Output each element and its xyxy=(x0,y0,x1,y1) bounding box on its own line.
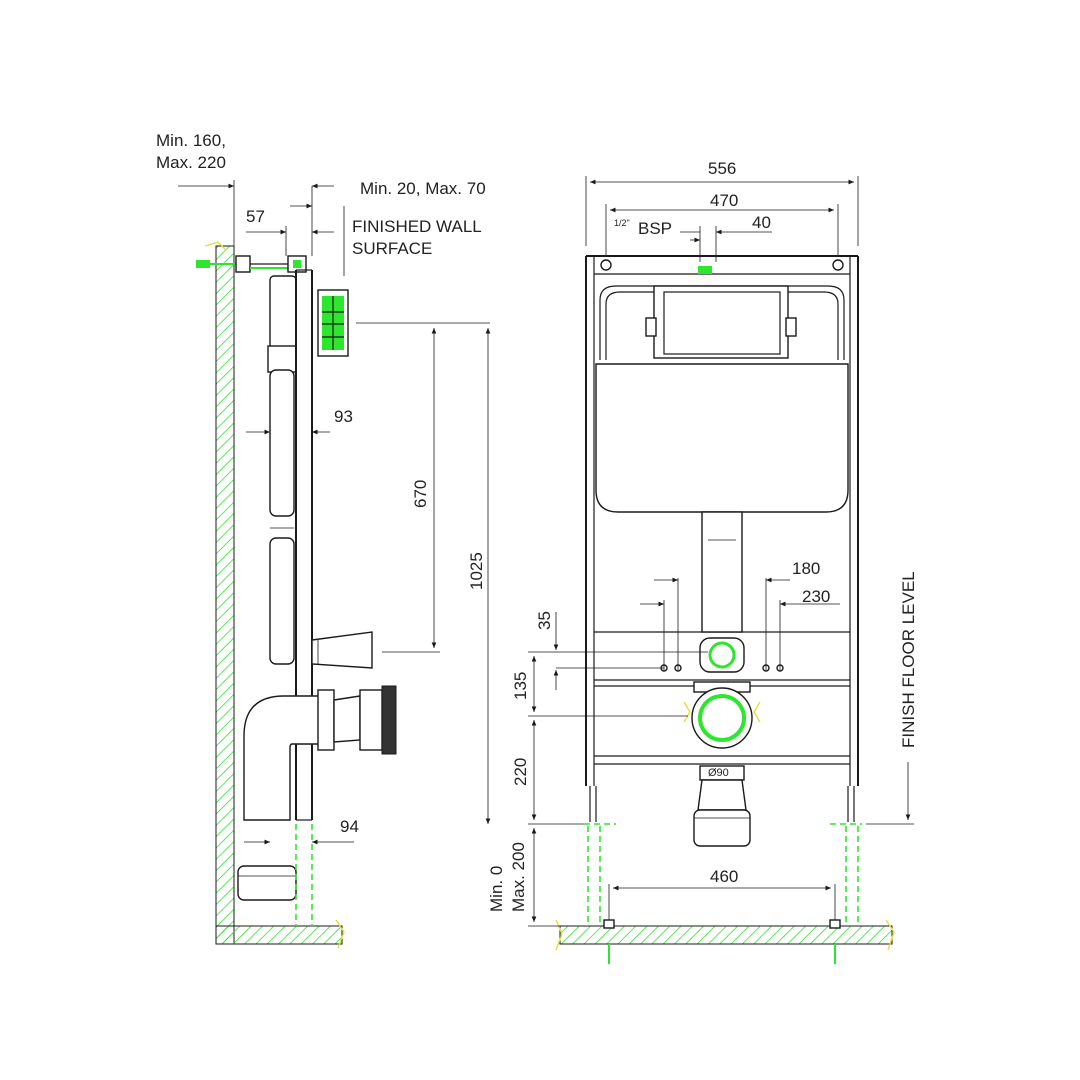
dim-57-label: 57 xyxy=(246,207,265,226)
flush-connection xyxy=(660,637,784,673)
dim-94-label: 94 xyxy=(340,817,359,836)
dim-180-label: 180 xyxy=(792,559,820,578)
front-feet xyxy=(584,786,862,926)
adjust-range-label: Min. 0 Max. 200 xyxy=(487,842,528,912)
dim-670-label: 670 xyxy=(411,480,430,508)
wall-bracket xyxy=(196,255,307,273)
wall-section xyxy=(204,241,345,949)
finished-wall-line1: FINISHED WALL xyxy=(352,217,481,236)
flush-actuator xyxy=(317,289,349,357)
finished-wall-label: FINISHED WALL SURFACE xyxy=(352,217,486,258)
dim-135-label: 135 xyxy=(511,672,530,700)
dim-35-label: 35 xyxy=(535,611,554,630)
bsp-label: BSP xyxy=(638,219,672,238)
dim-460-label: 460 xyxy=(710,867,738,886)
side-feet xyxy=(295,824,313,926)
waste-bend xyxy=(237,685,397,901)
inlet-stub xyxy=(311,631,373,669)
bsp-fraction-label: 1/2" xyxy=(614,218,630,228)
dim-470-label: 470 xyxy=(710,191,738,210)
dim-556-label: 556 xyxy=(708,159,736,178)
finish-floor-label: FINISH FLOOR LEVEL xyxy=(899,571,918,748)
waste-outlet xyxy=(683,681,761,847)
dim-220-label: 220 xyxy=(511,758,530,786)
front-dimensions xyxy=(528,176,914,927)
front-view: 556 470 1/2" BSP 40 180 230 35 135 220 Ø… xyxy=(487,159,918,964)
side-cistern xyxy=(267,275,297,665)
front-cistern xyxy=(595,285,849,633)
wall-gap-label: Min. 20, Max. 70 xyxy=(360,179,486,198)
dim-40-label: 40 xyxy=(752,213,771,232)
dim-230-label: 230 xyxy=(802,587,830,606)
depth-range-line1: Min. 160, xyxy=(156,131,226,150)
pipe-diameter-label: Ø90 xyxy=(708,767,729,779)
adjust-range-line2: Max. 200 xyxy=(509,842,528,912)
adjust-range-line1: Min. 0 xyxy=(487,866,506,912)
dim-93-label: 93 xyxy=(334,407,353,426)
front-floor xyxy=(555,919,895,964)
depth-range-label: Min. 160, Max. 220 xyxy=(156,131,231,172)
finished-wall-line2: SURFACE xyxy=(352,239,432,258)
side-view: Min. 160, Max. 220 57 Min. 20, Max. 70 F… xyxy=(156,131,491,949)
dim-1025-label: 1025 xyxy=(467,552,486,590)
depth-range-line2: Max. 220 xyxy=(156,153,226,172)
side-dimensions xyxy=(178,180,491,845)
